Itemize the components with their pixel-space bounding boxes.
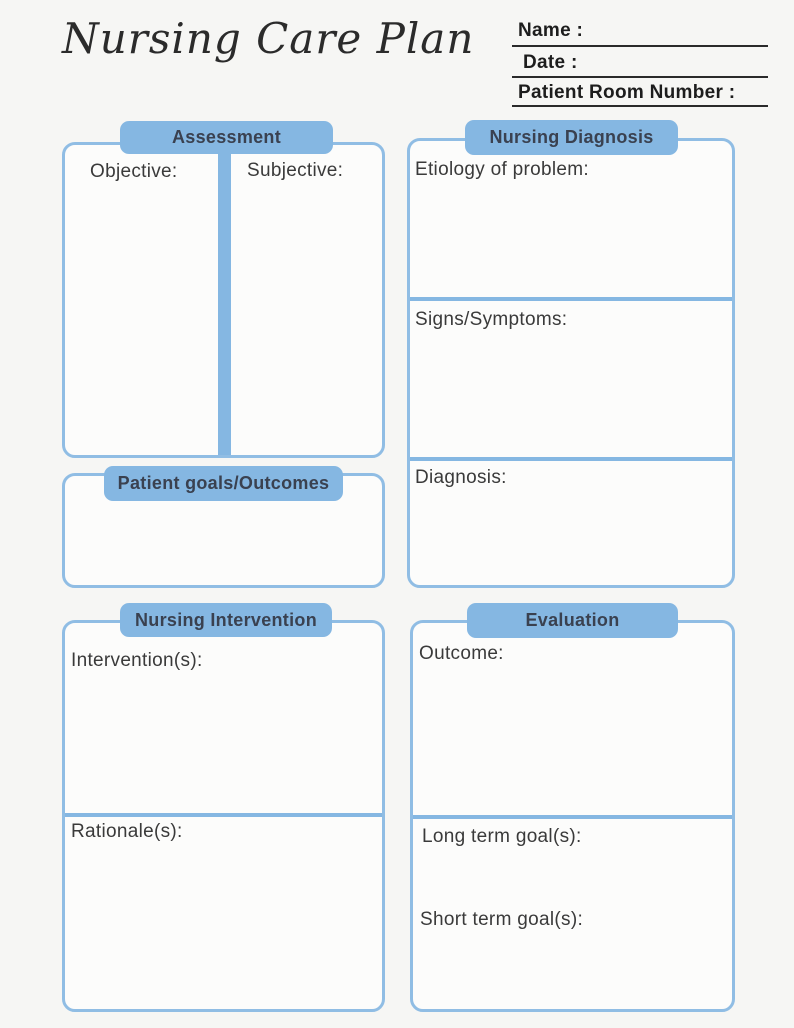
nursing-diagnosis-box: Etiology of problem: Signs/Symptoms: Dia… bbox=[407, 138, 735, 588]
patient-goals-section-header: Patient goals/Outcomes bbox=[104, 466, 343, 501]
diagnosis-divider-1 bbox=[410, 297, 732, 301]
evaluation-section-header: Evaluation bbox=[467, 603, 678, 638]
page-title: Nursing Care Plan bbox=[62, 14, 475, 63]
patient-room-number-label: Patient Room Number : bbox=[518, 82, 736, 103]
patient-room-number-input-line[interactable]: Patient Room Number : bbox=[512, 82, 768, 107]
long-term-goals-label: Long term goal(s): bbox=[422, 826, 582, 847]
assessment-box: Objective: Subjective: bbox=[62, 142, 385, 458]
signs-symptoms-label: Signs/Symptoms: bbox=[415, 309, 568, 330]
assessment-title: Assessment bbox=[171, 127, 282, 147]
outcome-label: Outcome: bbox=[419, 643, 504, 664]
objective-writing-area[interactable]: Objective: bbox=[65, 145, 218, 455]
assessment-vertical-divider bbox=[218, 145, 231, 455]
name-input-line[interactable]: Name : bbox=[512, 20, 768, 47]
etiology-writing-area[interactable]: Etiology of problem: bbox=[410, 141, 732, 297]
short-term-goals-label: Short term goal(s): bbox=[420, 909, 584, 930]
date-input-line[interactable]: Date : bbox=[512, 52, 768, 78]
interventions-writing-area[interactable]: Intervention(s): bbox=[65, 623, 382, 813]
nursing-intervention-box: Intervention(s): Rationale(s): bbox=[62, 620, 385, 1012]
subjective-writing-area[interactable]: Subjective: bbox=[231, 145, 382, 455]
nursing-intervention-section-header: Nursing Intervention bbox=[120, 603, 332, 637]
evaluation-divider bbox=[413, 815, 732, 819]
goals-writing-area[interactable]: Long term goal(s): Short term goal(s): bbox=[413, 819, 732, 1009]
patient-goals-title: Patient goals/Outcomes bbox=[117, 473, 330, 493]
name-label: Name : bbox=[518, 20, 584, 41]
outcome-writing-area[interactable]: Outcome: bbox=[413, 623, 732, 815]
diagnosis-label: Diagnosis: bbox=[415, 467, 507, 488]
evaluation-box: Outcome: Long term goal(s): Short term g… bbox=[410, 620, 735, 1012]
diagnosis-writing-area[interactable]: Diagnosis: bbox=[410, 461, 732, 585]
assessment-section-header: Assessment bbox=[120, 121, 333, 154]
nursing-diagnosis-title: Nursing Diagnosis bbox=[489, 127, 654, 147]
objective-label: Objective: bbox=[90, 161, 178, 182]
rationale-label: Rationale(s): bbox=[71, 821, 183, 842]
nursing-diagnosis-section-header: Nursing Diagnosis bbox=[465, 120, 678, 155]
evaluation-title: Evaluation bbox=[525, 610, 620, 630]
subjective-label: Subjective: bbox=[247, 160, 344, 181]
date-label: Date : bbox=[523, 52, 578, 73]
etiology-label: Etiology of problem: bbox=[415, 159, 589, 180]
rationale-writing-area[interactable]: Rationale(s): bbox=[65, 817, 382, 1009]
nursing-intervention-title: Nursing Intervention bbox=[134, 609, 317, 630]
signs-symptoms-writing-area[interactable]: Signs/Symptoms: bbox=[410, 301, 732, 457]
interventions-label: Intervention(s): bbox=[71, 650, 203, 671]
intervention-divider bbox=[65, 813, 382, 817]
diagnosis-divider-2 bbox=[410, 457, 732, 461]
